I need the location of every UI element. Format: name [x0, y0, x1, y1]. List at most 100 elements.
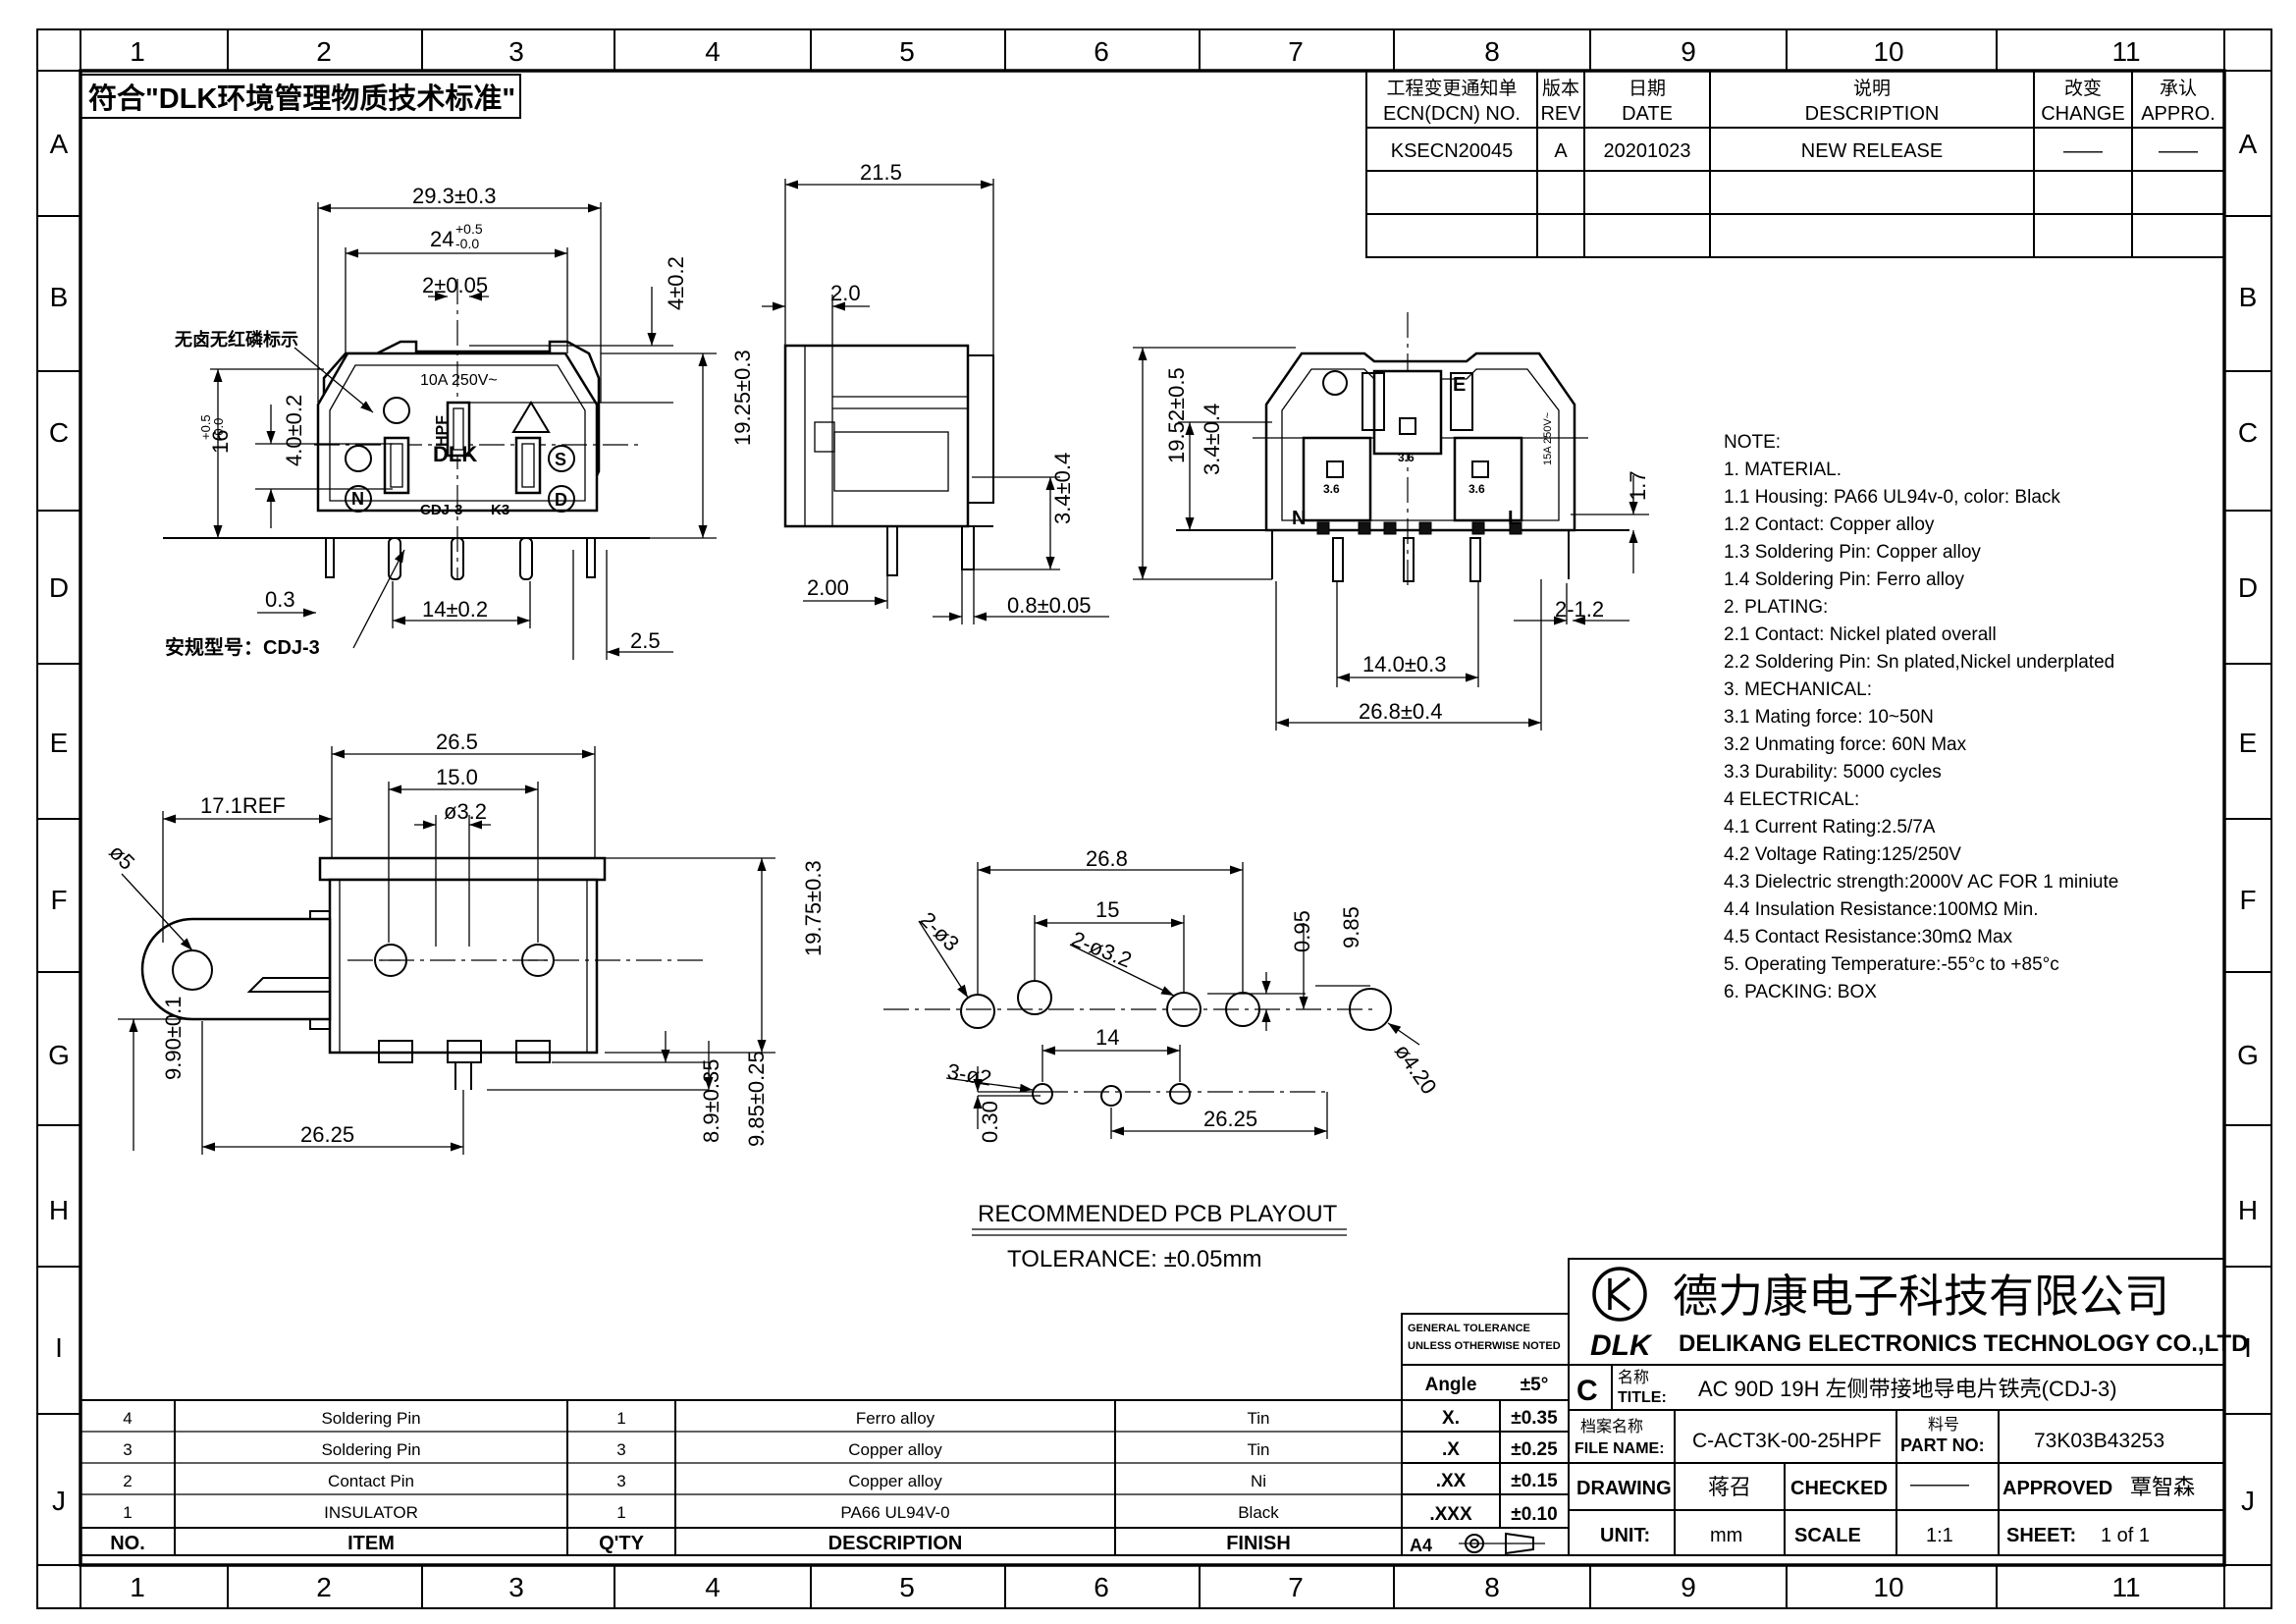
dim-left-offset: 0.3	[265, 587, 295, 612]
safety-model-label: 安规型号：CDJ-3	[165, 635, 320, 659]
dim-pin-gap: 4.0±0.2	[282, 395, 306, 466]
pcb-title: RECOMMENDED PCB PLAYOUT	[978, 1201, 1338, 1227]
note-line: 1.3 Soldering Pin: Copper alloy	[1724, 542, 1981, 563]
front-view: 10A 250V~ DLK CDJ-3 K3 N S D HPF 无卤无红磷标示…	[163, 184, 755, 660]
bom-cell: Tin	[1248, 1440, 1270, 1459]
tol-row-label: .X	[1442, 1439, 1460, 1460]
bom-cell: 3	[616, 1440, 625, 1459]
notes-block: NOTE:1. MATERIAL.1.1 Housing: PA66 UL94v…	[1724, 432, 2118, 1002]
dim-rear-offset: 1.7	[1626, 470, 1650, 501]
pcb-v030: 0.30	[978, 1101, 1002, 1143]
tolerance-block: GENERAL TOLERANCE UNLESS OTHERWISE NOTED…	[1401, 1313, 1570, 1556]
bom-header: Q'TY	[599, 1533, 645, 1554]
row-label-left: E	[50, 728, 69, 758]
dim-bottom-hole-pitch: 15.0	[436, 765, 478, 789]
approved-value: 覃智森	[2130, 1475, 2195, 1499]
title-block: DLK 德力康电子科技有限公司 DELIKANG ELECTRONICS TEC…	[1568, 1258, 2248, 1556]
bom-cell: 1	[123, 1503, 132, 1522]
dim-overall-height: 19.25±0.3	[730, 350, 755, 446]
bom-cell: Soldering Pin	[321, 1409, 420, 1428]
note-line: 3. MECHANICAL:	[1724, 679, 1872, 700]
bom-cell: Contact Pin	[328, 1472, 414, 1490]
bom-cell: Soldering Pin	[321, 1440, 420, 1459]
dim-side-flange: 2.0	[830, 281, 861, 305]
scale-value: 1:1	[1926, 1525, 1953, 1546]
dim-bottom-width: 26.5	[436, 730, 478, 754]
title-label-cn: 名称	[1618, 1369, 1649, 1386]
file-label-en: FILE NAME:	[1575, 1440, 1665, 1457]
title-value: AC 90D 19H 左侧带接地导电片铁壳(CDJ-3)	[1698, 1377, 2117, 1401]
pcb-ear-holes: 2-ø3	[915, 907, 964, 956]
bom-cell: 1	[616, 1409, 625, 1428]
tol-row-value: ±0.25	[1511, 1439, 1558, 1460]
company-name-en: DELIKANG ELECTRONICS TECHNOLOGY CO.,LTD	[1679, 1330, 2248, 1357]
note-line: 1. MATERIAL.	[1724, 460, 1842, 480]
dim-bottom-eye-pitch: 26.25	[300, 1122, 354, 1147]
bom-cell: Copper alloy	[848, 1440, 942, 1459]
dim-side-pin-thickness: 0.8±0.05	[1007, 593, 1091, 618]
rear-36-label-b: 3.6	[1398, 451, 1415, 464]
dim-side-pin-height: 3.4±0.4	[1050, 453, 1075, 524]
part-label-en: PART NO:	[1900, 1435, 1985, 1455]
note-line: 5. Operating Temperature:-55°c to +85°c	[1724, 954, 2059, 975]
note-line: 4.1 Current Rating:2.5/7A	[1724, 817, 1936, 838]
company-name-cn: 德力康电子科技有限公司	[1673, 1271, 2169, 1322]
dim-inner-width: 24	[430, 227, 454, 251]
front-rating-label: 10A 250V~	[420, 372, 498, 389]
dim-height: 16	[208, 430, 233, 454]
bom-cell: PA66 UL94V-0	[840, 1503, 949, 1522]
sheet-value: 1 of 1	[2101, 1525, 2150, 1546]
col-label-bottom: 5	[899, 1572, 915, 1602]
front-k3-label: K3	[491, 502, 509, 518]
rev-header-cn: 承认	[2160, 78, 2197, 99]
pcb-pin-holes: 3-ø2	[945, 1058, 993, 1090]
note-line: 1.1 Housing: PA66 UL94v-0, color: Black	[1724, 487, 2060, 508]
rev-header-en: DESCRIPTION	[1805, 103, 1940, 125]
logo-text: DLK	[1590, 1329, 1653, 1362]
rev-header-en: ECN(DCN) NO.	[1383, 103, 1521, 125]
bom-cell: Ferro alloy	[856, 1409, 935, 1428]
dim-inner-width-tol-minus: -0.0	[455, 236, 479, 251]
rev-header-cn: 工程变更通知单	[1386, 78, 1517, 99]
drawing-frame	[36, 28, 2272, 1609]
pcb-eye-pitch: 26.25	[1203, 1107, 1257, 1131]
row-label-right: B	[2239, 282, 2258, 312]
row-label-left: D	[49, 572, 69, 603]
col-label-bottom: 8	[1484, 1572, 1500, 1602]
row-label-right: J	[2241, 1486, 2255, 1516]
bom-cell: 1	[616, 1503, 625, 1522]
dim-pin-pitch: 14±0.2	[422, 597, 488, 622]
note-line: 4.3 Dielectric strength:2000V AC FOR 1 m…	[1724, 872, 2118, 893]
file-value: C-ACT3K-00-25HPF	[1692, 1430, 1882, 1452]
col-label-bottom: 9	[1681, 1572, 1696, 1602]
col-label-top: 1	[130, 36, 145, 67]
row-label-left: H	[49, 1195, 69, 1225]
row-label-left: B	[50, 282, 69, 312]
rear-36-label-c: 3.6	[1468, 482, 1485, 496]
file-label-cn: 档案名称	[1580, 1418, 1643, 1435]
col-label-bottom: 1	[130, 1572, 145, 1602]
compliance-note: 符合"DLK环境管理物质技术标准"	[88, 81, 515, 115]
title-label-en: TITLE:	[1618, 1389, 1667, 1406]
rear-n-label: N	[1292, 508, 1306, 529]
dim-bottom-ref: 17.1REF	[200, 793, 286, 818]
dim-side-width: 21.5	[860, 160, 902, 185]
pcb-tolerance: TOLERANCE: ±0.05mm	[1007, 1246, 1261, 1272]
dim-rear-pin-pitch: 14.0±0.3	[1362, 652, 1446, 677]
row-label-right: H	[2238, 1195, 2258, 1225]
compliance-note-box: 符合"DLK环境管理物质技术标准"	[80, 74, 521, 119]
row-label-left: I	[55, 1332, 63, 1363]
row-label-right: A	[2239, 129, 2258, 159]
col-label-top: 11	[2111, 36, 2140, 67]
col-label-bottom: 7	[1288, 1572, 1304, 1602]
side-view: 21.5 2.0 3.4±0.4 2.00 0.8±0.05	[762, 160, 1109, 624]
unit-label: UNIT:	[1600, 1525, 1650, 1546]
rev-cell: KSECN20045	[1391, 140, 1514, 162]
tol-row-value: ±0.35	[1511, 1408, 1558, 1429]
tol-title-b: UNLESS OTHERWISE NOTED	[1408, 1340, 1561, 1352]
